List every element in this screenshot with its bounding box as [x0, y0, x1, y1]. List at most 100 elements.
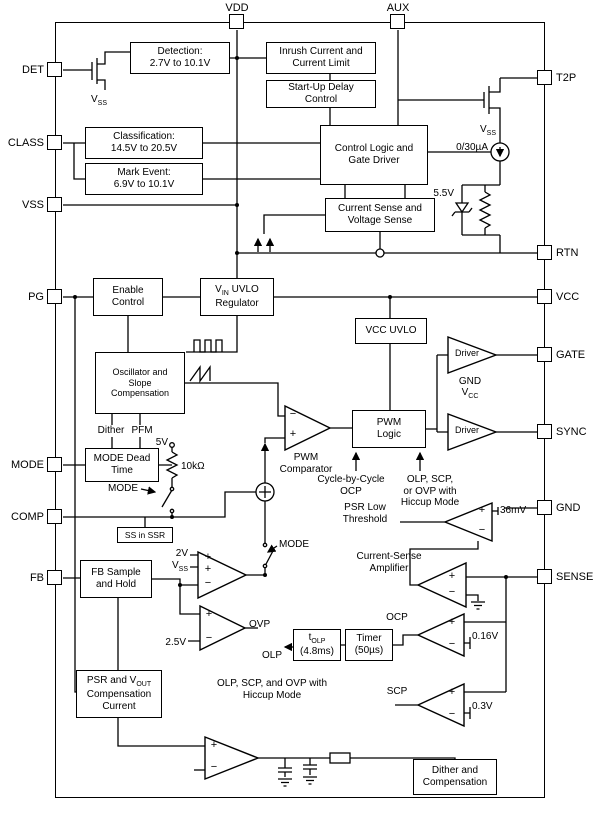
36mv-ref-label: 36mV: [500, 505, 527, 516]
block-psr-compensation: PSR and VOUT Compensation Current: [76, 670, 162, 718]
psr-low-threshold-label: PSR Low Threshold: [342, 502, 388, 525]
mode-switch-label: MODE: [279, 539, 309, 550]
pin-comp: [47, 509, 62, 524]
ground-symbol: [278, 778, 292, 787]
fb-comparator-plus1-mark: +: [204, 551, 212, 563]
ground-symbol: [303, 776, 317, 785]
pin-label-gnd: GND: [556, 502, 581, 514]
scp-comparator-triangle: [416, 682, 465, 728]
pin-label-sense: SENSE: [556, 571, 594, 583]
scp-minus-mark: −: [448, 708, 456, 720]
olp-label: OLP: [262, 650, 283, 661]
compensation-amp-triangle: [204, 735, 260, 781]
symbols: [73, 56, 510, 787]
block-dither-compensation: Dither and Compensation: [413, 759, 497, 795]
block-fb-sample-hold: FB Sample and Hold: [80, 560, 152, 598]
pwm-comparator-triangle: [284, 404, 332, 452]
block-pwm-logic: PWM Logic: [352, 410, 426, 448]
pin-label-vcc: VCC: [556, 291, 580, 303]
5v-label: 5V: [155, 437, 168, 448]
block-detection: Detection: 2.7V to 10.1V: [130, 42, 230, 74]
zener-diode: [454, 202, 470, 214]
scp-plus-mark: +: [448, 686, 456, 698]
psr-threshold-comparator-triangle: [443, 501, 493, 543]
pin-label-class: CLASS: [7, 137, 44, 149]
ocp-label: OCP: [386, 612, 408, 623]
pin-rtn: [537, 245, 552, 260]
pfm-label: PFM: [131, 425, 153, 436]
pin-label-vss: VSS: [21, 199, 44, 211]
ocp-minus-mark: −: [448, 638, 456, 650]
block-timer-50us: Timer (50µs): [345, 629, 393, 661]
pin-class: [47, 135, 62, 150]
pin-sense: [537, 569, 552, 584]
block-classification: Classification: 14.5V to 20.5V: [85, 127, 203, 159]
pin-mode: [47, 457, 62, 472]
block-inrush: Inrush Current and Current Limit: [266, 42, 376, 74]
pin-label-gate: GATE: [556, 349, 586, 361]
ovp-comparator-triangle: [199, 604, 247, 652]
pin-label-pg: PG: [28, 291, 44, 303]
03v-ref-label: 0.3V: [472, 701, 493, 712]
block-enable-control: Enable Control: [93, 278, 163, 316]
cs-amp-minus-mark: −: [448, 586, 456, 598]
resistor-symbol: [329, 752, 351, 764]
10k-resistor-label: 10kΩ: [181, 461, 205, 472]
block-oscillator: Oscillator and Slope Compensation: [95, 352, 185, 414]
pin-label-sync: SYNC: [556, 426, 587, 438]
vss-fb-label: VSS: [171, 560, 188, 573]
pin-label-mode: MODE: [11, 459, 44, 471]
vcc-label: VCC: [461, 387, 479, 400]
pin-label-aux: AUX: [386, 2, 410, 14]
pwm-comparator-minus-mark: −: [289, 408, 297, 420]
sawtooth-waveform: [189, 364, 211, 384]
block-mode-dead-time: MODE Dead Time: [85, 448, 159, 482]
current-sense-amp-triangle: [416, 561, 467, 609]
wires: [63, 30, 539, 777]
rtn-node: [375, 248, 385, 258]
pin-label-fb: FB: [29, 572, 44, 584]
pin-gate: [537, 347, 552, 362]
ovp-plus-mark: +: [205, 608, 213, 620]
psr-minus-mark: −: [478, 524, 486, 536]
vss-t2p-label: VSS: [479, 124, 496, 137]
pin-label-vdd: VDD: [225, 2, 249, 14]
sync-driver-label: Driver: [455, 425, 479, 435]
pwm-comparator-plus-mark: +: [289, 428, 297, 440]
cycle-ocp-label: Cycle-by-Cycle OCP: [317, 474, 385, 497]
5v-node: [169, 442, 175, 448]
mode-arrow-label: MODE: [108, 483, 138, 494]
scp-label: SCP: [386, 686, 408, 697]
pin-vcc: [537, 289, 552, 304]
comp-amp-minus-mark: −: [210, 761, 218, 773]
block-ss-in-ssr: SS in SSR: [117, 527, 173, 543]
ocp-comparator-triangle: [416, 612, 465, 658]
pin-t2p: [537, 70, 552, 85]
pin-vdd: [229, 14, 244, 29]
gate-driver-label: Driver: [455, 348, 479, 358]
block-mark-event: Mark Event: 6.9V to 10.1V: [85, 163, 203, 195]
olp-scp-ovp-label: OLP, SCP, or OVP with Hiccup Mode: [400, 474, 460, 508]
pin-label-t2p: T2P: [556, 72, 577, 84]
block-tolp-timer: tOLP (4.8ms): [293, 629, 341, 661]
dither-label: Dither: [97, 425, 125, 436]
amplifier-triangles: [197, 335, 498, 781]
25v-ref-label: 2.5V: [165, 637, 186, 648]
sync-driver-triangle: [447, 412, 498, 452]
pin-det: [47, 62, 62, 77]
ovp-minus-mark: −: [205, 632, 213, 644]
pin-label-comp: COMP: [11, 511, 44, 523]
zener-55v-label: 5.5V: [433, 188, 454, 199]
fb-comparator-triangle: [197, 550, 248, 600]
gnd-label: GND: [458, 376, 482, 387]
ocp-plus-mark: +: [448, 616, 456, 628]
pin-fb: [47, 570, 62, 585]
chip-outline: [55, 22, 545, 798]
ovp-label: OVP: [249, 619, 271, 630]
vss-det-label: VSS: [90, 94, 107, 107]
pwm-comparator-label: PWM Comparator: [279, 452, 333, 475]
psr-plus-mark: +: [478, 504, 486, 516]
cs-amp-plus-mark: +: [448, 570, 456, 582]
